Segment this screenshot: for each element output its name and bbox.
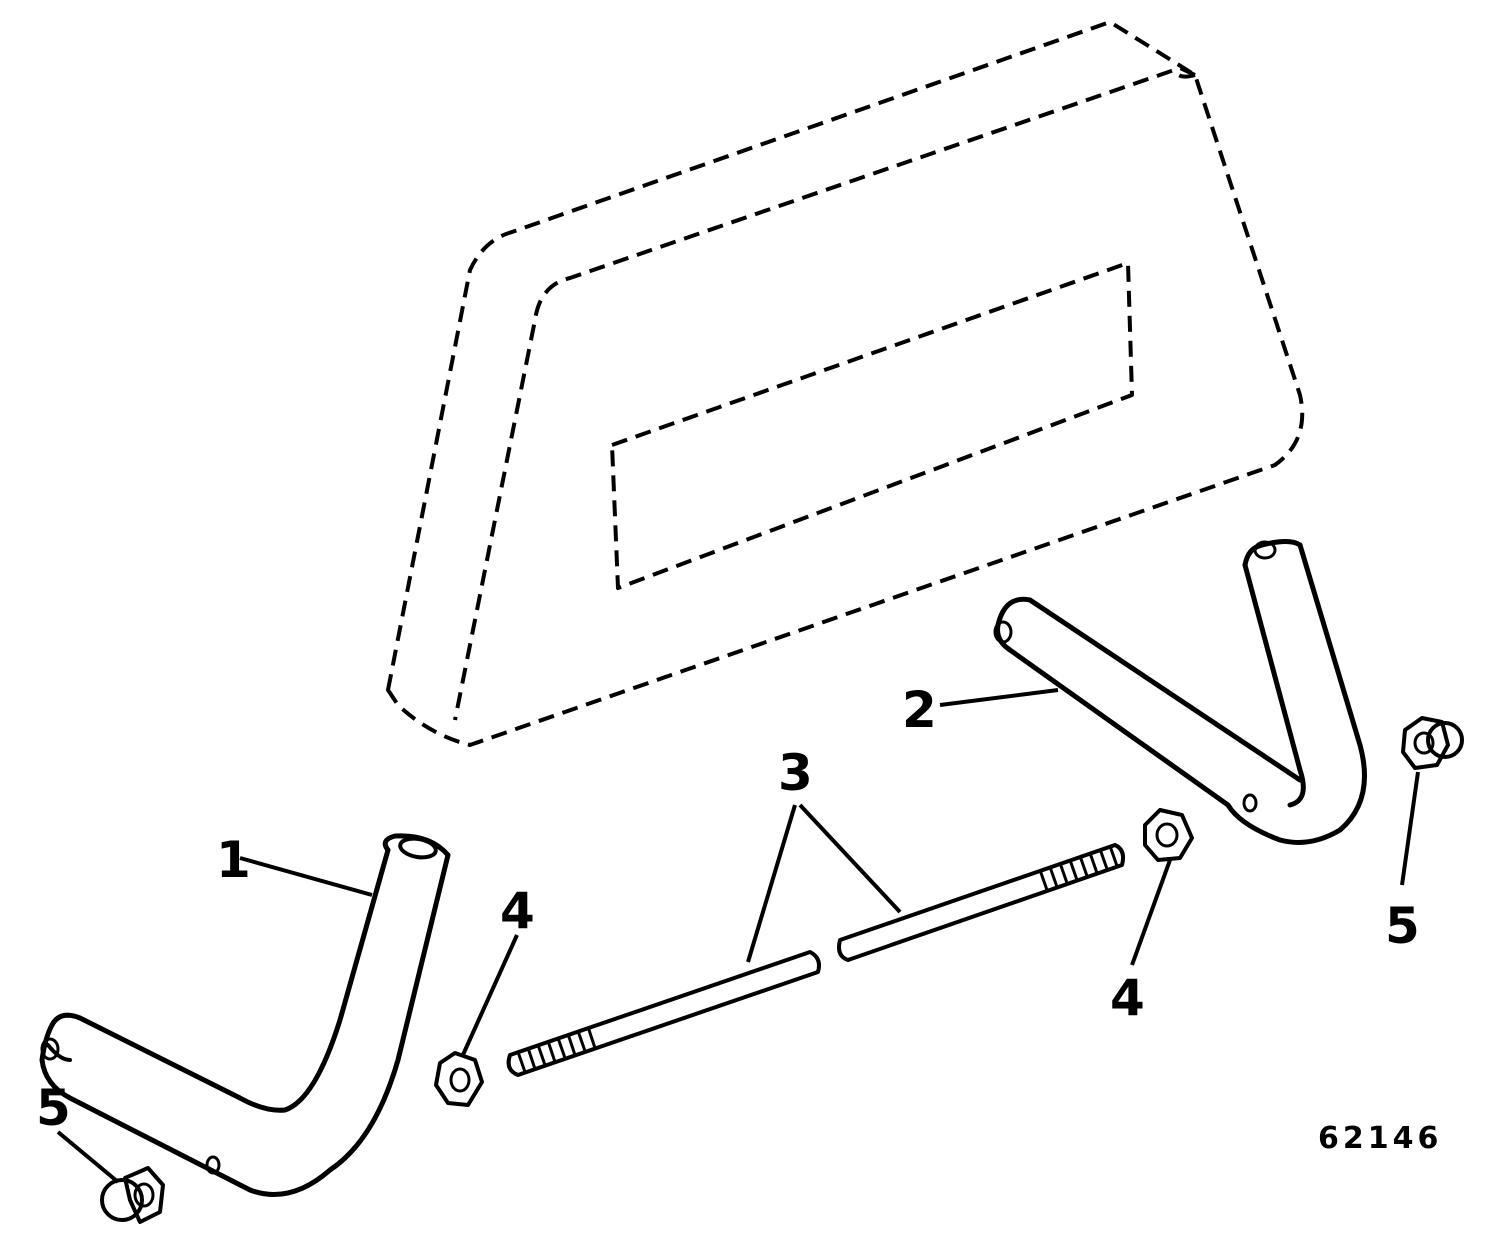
leader-line-1	[239, 856, 373, 897]
leader-line-4-right	[1130, 859, 1172, 966]
leader-line-2	[939, 688, 1059, 707]
hex-nut-right	[1143, 808, 1194, 862]
seat-cushion-phantom-outline	[386, 20, 1305, 747]
callout-2: 2	[902, 681, 937, 739]
leader-line-5-left	[56, 1130, 120, 1184]
threaded-rod-right	[837, 843, 1126, 962]
leader-line-4-left	[460, 934, 519, 1058]
callout-1: 1	[216, 831, 251, 889]
leader-line-3a	[746, 804, 797, 963]
callout-4-right: 4	[1110, 969, 1145, 1027]
callout-5-left: 5	[36, 1079, 71, 1137]
cap-nut-right	[1401, 716, 1464, 770]
callout-3: 3	[778, 744, 813, 802]
right-bent-tube	[993, 539, 1367, 845]
figure-number: 62146	[1318, 1121, 1442, 1156]
leader-line-3b	[798, 803, 902, 914]
leader-line-5-right	[1400, 771, 1420, 886]
callout-5-right: 5	[1385, 897, 1420, 955]
left-bent-tube	[39, 833, 451, 1197]
callout-4-left: 4	[500, 882, 535, 940]
leader-lines	[56, 688, 1420, 1184]
threaded-rod-left	[506, 950, 821, 1077]
cap-nut-left	[100, 1166, 165, 1224]
hex-nut-left	[434, 1051, 484, 1107]
